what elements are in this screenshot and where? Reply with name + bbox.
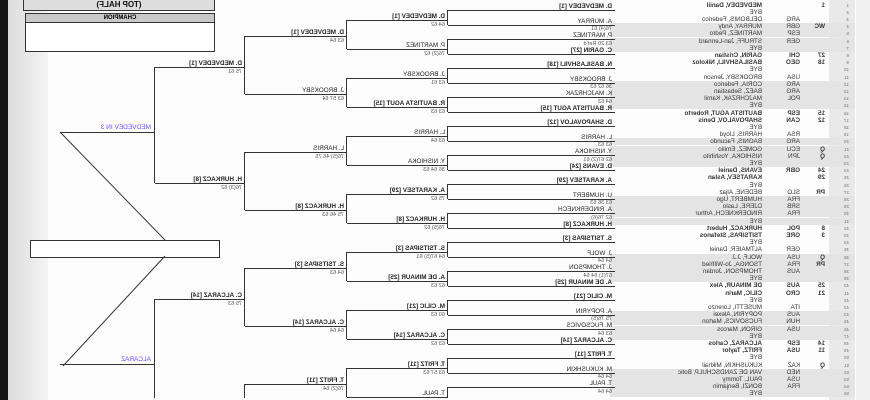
final-connector-lines	[59, 131, 166, 367]
